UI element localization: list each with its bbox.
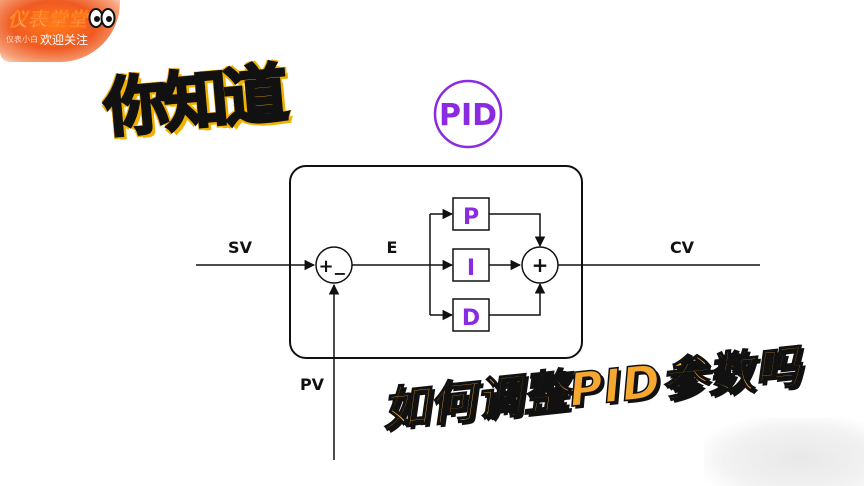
summing-plus: + (318, 256, 333, 277)
p-block-label: P (463, 205, 479, 230)
output-summer-plus: + (532, 253, 549, 277)
i-block-label: I (467, 256, 475, 281)
feedback-label: PV (300, 375, 325, 394)
d-block: D (452, 298, 490, 332)
d-block-label: D (462, 306, 480, 331)
eyes-icon (88, 8, 116, 28)
blurred-watermark (704, 418, 864, 486)
logo-badge: 仪表堂堂 仪表小白 欢迎关注 (0, 0, 120, 62)
p-block: P (452, 197, 490, 231)
logo-title: 仪表堂堂 (8, 9, 89, 32)
output-label: CV (670, 238, 695, 257)
logo-small-text: 仪表小白 (6, 35, 38, 44)
i-block: I (452, 248, 490, 282)
controller-box (289, 165, 583, 359)
output-summer: + (521, 246, 559, 284)
setpoint-label: SV (228, 238, 253, 257)
d-output-line (489, 282, 546, 316)
summing-junction: + − (315, 246, 353, 284)
logo-subtitle: 欢迎关注 (40, 33, 89, 47)
p-output-line (489, 213, 546, 248)
error-label: E (387, 238, 398, 257)
pid-badge-label: PID (439, 98, 497, 133)
summing-minus: − (333, 264, 346, 283)
pid-badge: PID (433, 79, 503, 149)
